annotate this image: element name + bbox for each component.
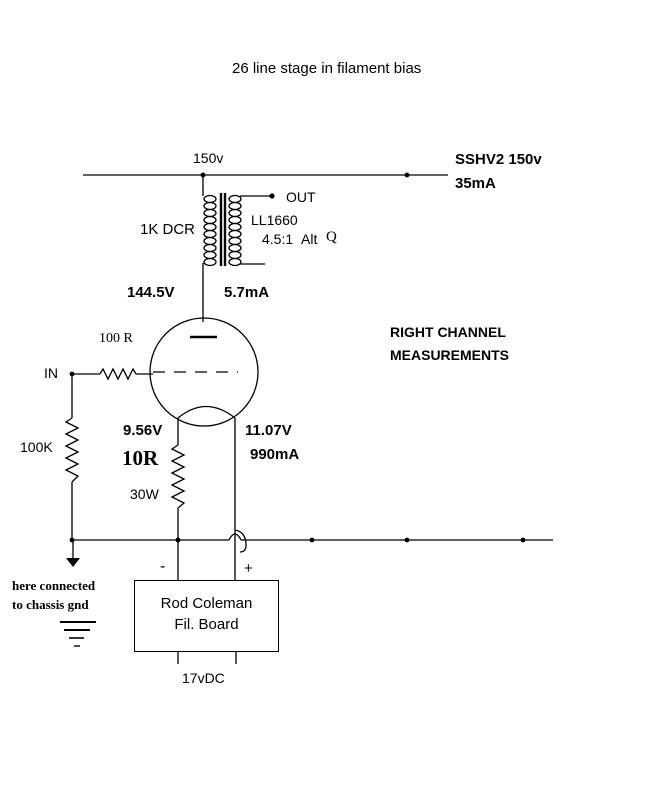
transformer-model-label: LL1660: [251, 212, 298, 228]
ground-note-line-2: to chassis gnd: [12, 597, 89, 612]
filament-neg-voltage-label: 9.56V: [123, 422, 163, 439]
junction-dot: [175, 537, 181, 543]
junction-dot: [309, 537, 315, 543]
junction-dot: [404, 172, 410, 178]
grid-stopper-resistor: [99, 367, 137, 381]
cathode-resistor-power-label: 30W: [130, 486, 159, 502]
ground-arrow-icon: [66, 558, 80, 567]
rail-voltage-label: 150v: [193, 150, 224, 166]
supply-current-label: 35mA: [455, 175, 496, 192]
triode-filament: [177, 405, 236, 419]
input-label: IN: [44, 365, 58, 381]
transformer-ratio-label: 4.5:1: [262, 231, 294, 247]
board-minus-label: -: [160, 558, 166, 575]
grid-leak-resistor: [64, 417, 80, 483]
junction-dot: [69, 537, 75, 543]
filament-board-box: Rod Coleman Fil. Board: [134, 580, 279, 652]
junction-dot: [520, 537, 526, 543]
ground-note-line-1: here connected: [12, 578, 96, 593]
filament-current-label: 990mA: [250, 446, 300, 463]
plate-current-label: 5.7mA: [224, 284, 270, 301]
board-supply-label: 17vDC: [182, 670, 225, 686]
primary-winding: [203, 194, 217, 267]
junction-dot: [200, 172, 206, 178]
filament-pos-jog: [234, 529, 247, 553]
board-plus-label: +: [244, 560, 253, 577]
cathode-resistor-label: 10R: [122, 446, 159, 470]
secondary-winding: [228, 194, 242, 267]
supply-name-label: SSHV2 150v: [455, 151, 542, 168]
transformer-alt-label: Alt: [301, 231, 318, 247]
grid-stopper-label: 100 R: [99, 331, 133, 346]
out-terminal-dot: [269, 193, 275, 199]
junction-dot: [404, 537, 410, 543]
dcr-label: 1K DCR: [140, 221, 196, 238]
out-label: OUT: [286, 189, 316, 205]
triode-envelope: [149, 317, 259, 427]
plate-voltage-label: 144.5V: [127, 284, 175, 301]
board-name-line-1: Rod Coleman: [160, 595, 253, 612]
junction-dot: [69, 371, 75, 377]
filament-pos-voltage-label: 11.07V: [245, 422, 292, 439]
cathode-resistor: [170, 444, 186, 509]
measurements-note-line-1: RIGHT CHANNEL: [390, 324, 506, 340]
measurements-note-line-2: MEASUREMENTS: [390, 347, 510, 363]
board-name-line-2: Fil. Board: [174, 616, 239, 633]
transformer-q-label: Q: [326, 229, 337, 245]
diagram-title: 26 line stage in filament bias: [232, 60, 422, 77]
grid-leak-label: 100K: [20, 439, 53, 455]
